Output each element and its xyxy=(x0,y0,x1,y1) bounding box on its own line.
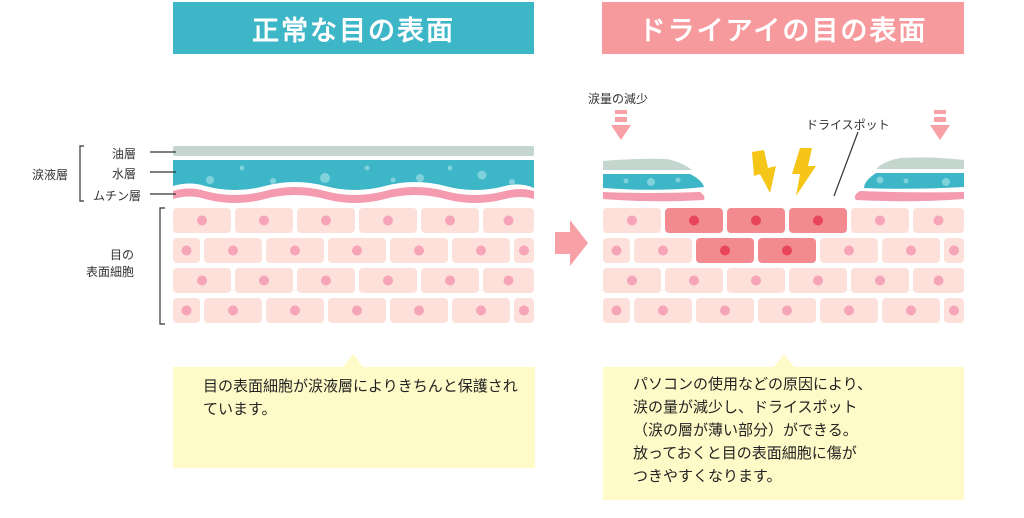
cell-nucleus xyxy=(181,245,192,256)
water-layer-right xyxy=(864,173,964,189)
oil-layer-left xyxy=(603,158,692,170)
mucin-layer xyxy=(173,187,534,203)
cell-nucleus xyxy=(813,215,823,226)
cell-nucleus xyxy=(611,245,622,256)
dry-caption-line: （涙の層が薄い部分）ができる。 xyxy=(633,421,858,439)
cell-nucleus xyxy=(445,275,455,286)
normal-surface-cells xyxy=(173,208,534,323)
cell-nucleus xyxy=(782,305,792,316)
dry-caption-line: パソコンの使用などの原因により、 xyxy=(633,375,873,393)
cell-nucleus xyxy=(949,305,959,316)
tear-reduction-arrow-right xyxy=(930,110,950,140)
caption-pointer-left xyxy=(342,354,364,368)
tear-film-label: 涙液層 xyxy=(32,168,69,182)
cell-nucleus xyxy=(751,215,761,226)
cell-nucleus xyxy=(321,275,331,286)
cell-nucleus xyxy=(259,275,269,286)
cell-nucleus xyxy=(352,245,362,256)
cell-nucleus xyxy=(906,305,916,316)
oil-layer-label: 油層 xyxy=(112,147,137,161)
cell-nucleus xyxy=(352,305,362,316)
cell-nucleus xyxy=(627,275,637,286)
cell-nucleus xyxy=(519,245,529,256)
cell-nucleus xyxy=(627,215,637,226)
oil-layer xyxy=(173,146,534,156)
cell-nucleus xyxy=(933,275,944,286)
caption-pointer-right xyxy=(773,354,795,368)
cell-nucleus xyxy=(181,305,192,316)
mucin-layer-left xyxy=(603,192,705,202)
cell-nucleus xyxy=(813,275,823,286)
cell-nucleus xyxy=(720,245,730,256)
cell-nucleus xyxy=(689,215,699,226)
cell-nucleus xyxy=(414,245,424,256)
dry-tear-film xyxy=(603,157,964,202)
normal-caption-box: 目の表面細胞が涙液層によりきちんと保護されています。 xyxy=(173,367,535,468)
dry-caption-line: つきやすくなります。 xyxy=(633,467,782,485)
dry-surface-cells xyxy=(603,208,964,323)
cell-nucleus xyxy=(658,245,668,256)
cell-nucleus xyxy=(611,305,622,316)
dry-caption-box: パソコンの使用などの原因により、 涙の量が減少し、ドライスポット （涙の層が薄い… xyxy=(603,367,964,500)
cell-nucleus xyxy=(906,245,916,256)
cell-nucleus xyxy=(321,215,331,226)
cell-nucleus xyxy=(689,275,699,286)
cell-nucleus xyxy=(933,215,944,226)
cell-nucleus xyxy=(228,305,238,316)
cell-nucleus xyxy=(503,215,514,226)
surface-cells-label-line1: 目の xyxy=(110,248,135,262)
water-layer xyxy=(173,160,534,190)
dry-spot-label: ドライスポット xyxy=(806,118,890,132)
mucin-layer-label: ムチン層 xyxy=(93,189,142,203)
cell-nucleus xyxy=(476,245,486,256)
normal-tear-film xyxy=(173,146,534,203)
cell-nucleus xyxy=(197,275,207,286)
cell-nucleus xyxy=(519,305,529,316)
cell-nucleus xyxy=(875,215,885,226)
cell-nucleus xyxy=(751,275,761,286)
transition-arrow xyxy=(555,220,588,266)
cell-nucleus xyxy=(875,275,885,286)
tear-reduction-arrow-left xyxy=(611,110,631,140)
cell-nucleus xyxy=(949,245,959,256)
normal-caption: 目の表面細胞が涙液層によりきちんと保護されています。 xyxy=(203,377,518,418)
cell-nucleus xyxy=(844,305,854,316)
water-layer-label: 水層 xyxy=(112,167,137,181)
surface-cells-label-line2: 表面細胞 xyxy=(86,265,135,279)
lightning-icon xyxy=(752,150,776,193)
cell-nucleus xyxy=(383,215,393,226)
cell-nucleus xyxy=(445,215,455,226)
cell-nucleus xyxy=(228,245,238,256)
cell-nucleus xyxy=(720,305,730,316)
cell-nucleus xyxy=(259,215,269,226)
cell-nucleus xyxy=(290,305,300,316)
cell-nucleus xyxy=(476,305,486,316)
cell-nucleus xyxy=(503,275,514,286)
tear-reduction-label: 涙量の減少 xyxy=(588,92,649,106)
dry-caption-line: 放っておくと目の表面細胞に傷が xyxy=(633,444,857,462)
oil-layer-right xyxy=(876,157,964,169)
lightning-icon xyxy=(792,148,816,196)
cell-nucleus xyxy=(782,245,792,256)
cell-nucleus xyxy=(290,245,300,256)
dry-eye-title: ドライアイの目の表面 xyxy=(602,2,964,54)
dry-caption: パソコンの使用などの原因により、 涙の量が減少し、ドライスポット （涙の層が薄い… xyxy=(633,373,953,488)
cell-nucleus xyxy=(658,305,668,316)
mucin-layer-right xyxy=(854,191,964,202)
cell-nucleus xyxy=(197,215,207,226)
normal-title: 正常な目の表面 xyxy=(173,2,534,54)
cell-nucleus xyxy=(844,245,854,256)
cell-nucleus xyxy=(414,305,424,316)
cell-nucleus xyxy=(383,275,393,286)
dry-caption-line: 涙の量が減少し、ドライスポット xyxy=(633,398,858,416)
